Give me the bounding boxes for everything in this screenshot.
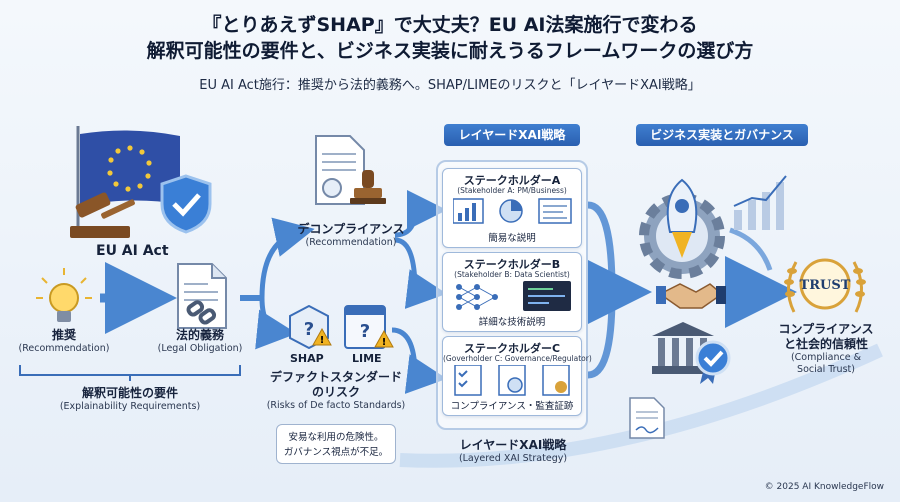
recommendation-label: 推奨 (Recommendation) (18, 328, 110, 354)
svg-text:!: ! (320, 335, 325, 346)
requirements-label: 解釈可能性の要件 (Explainability Requirements) (59, 386, 201, 412)
award-check-icon (695, 340, 731, 384)
subtitle: EU AI Act施行：推奨から法的義務へ。SHAP/LIMEのリスクと「レイヤ… (199, 78, 701, 93)
trust-badge-icon: TRUST (784, 258, 866, 313)
document-signature-icon (629, 397, 665, 439)
main-title-line2: 解釈可能性の要件と、ビジネス実装に耐えうるフレームワークの選び方 (146, 40, 754, 62)
shap-label: SHAP (290, 352, 324, 365)
rocket-gear-icon (639, 178, 725, 279)
handshake-icon (656, 283, 726, 309)
lime-label: LIME (352, 352, 382, 365)
stamp-icon (350, 170, 386, 204)
de-compliance-label: デコンプライアンス (Recommendation) (297, 222, 405, 248)
warning-icon: ! (374, 330, 394, 348)
stakeholder-card-c: ステークホルダーC (Goverholder C: Governance/Reg… (442, 336, 592, 416)
risk-warning-bubble: 安易な利用の危険性。 ガバナンス視点が不足。 (276, 424, 396, 464)
stakeholder-card-b: ステークホルダーB (Stakeholder B: Data Scientist… (442, 252, 582, 332)
layered-xai-footer: レイヤードXAI戦略 (Layered XAI Strategy) (458, 438, 568, 464)
growth-chart-icon (733, 175, 787, 230)
risks-label: デファクトスタンダード のリスク (Risks of De facto Stan… (266, 370, 406, 411)
main-title-line1: 『とりあえずSHAP』で大丈夫？EU AI法案施行で変わる (202, 14, 698, 36)
layered-xai-header: レイヤードXAI戦略 (444, 124, 580, 146)
legal-document-icon (177, 263, 227, 329)
audit-checklist-icon (454, 365, 570, 396)
svg-text:TRUST: TRUST (800, 278, 851, 293)
warning-icon: ! (312, 328, 332, 346)
dashboard-chart-icon (453, 198, 572, 224)
eu-ai-act-label: EU AI Act (96, 243, 169, 259)
svg-text:!: ! (382, 337, 387, 348)
gavel-icon (70, 192, 135, 238)
neural-network-icon (456, 281, 571, 311)
requirements-bracket (19, 365, 241, 376)
copyright-text: © 2025 AI KnowledgeFlow (764, 482, 884, 492)
business-governance-header: ビジネス実装とガバナンス (636, 124, 808, 146)
trust-label: コンプライアンス と社会的信頼性 (Compliance & Social Tr… (778, 322, 874, 375)
lightbulb-icon (36, 268, 92, 322)
svg-text:?: ? (360, 321, 370, 342)
shield-check-icon (160, 174, 212, 234)
eu-flag-icon (76, 126, 180, 226)
legal-obligation-label: 法的義務 (Legal Obligation) (157, 328, 243, 354)
svg-text:?: ? (304, 319, 314, 340)
stakeholder-card-a: ステークホルダーA (Stakeholder A: PM/Business) 簡… (442, 168, 582, 248)
